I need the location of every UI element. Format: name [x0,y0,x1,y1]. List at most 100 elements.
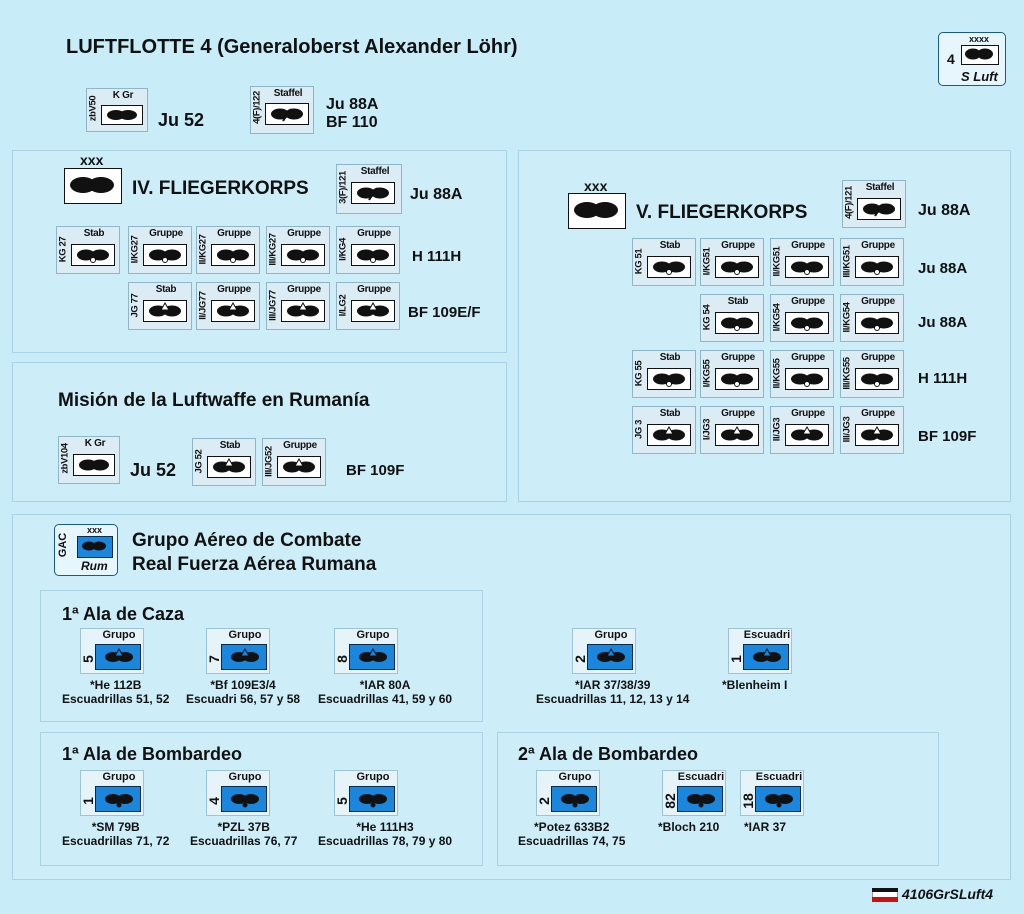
unit-echelon: Gruppe [217,284,251,295]
gac-symbol [77,536,113,558]
fighter-symbol [221,644,267,670]
bomber-symbol [281,244,325,266]
unit-echelon: Stab [727,296,749,307]
unit-echelon: Grupo [228,629,262,641]
zbv104-id: zbV104 [59,443,71,474]
unit-echelon: Gruppe [287,284,321,295]
staffel-121-counter[interactable]: 3(F)/121 Staffel [336,164,402,214]
v-row-type-4: BF 109F [918,428,977,445]
zbv104-counter[interactable]: zbV104 K Gr [58,436,120,484]
unit-echelon: Gruppe [791,352,825,363]
squadrons: Escuadrillas 11, 12, 13 y 14 [536,692,690,706]
staffel-v121-counter[interactable]: 4(F)/121 Staffel [842,180,906,228]
unit-echelon: Gruppe [357,284,391,295]
bomber-icon [721,261,753,275]
aircraft-type: *He 112B [90,678,142,692]
bomber-symbol [715,312,759,334]
unit-id: II/KG55 [771,358,783,389]
recon-symbol [265,103,309,125]
wing-icon [82,541,106,551]
unit-id: II/KG27 [197,234,209,265]
unit-number: 1 [728,655,744,663]
v-row-type-1: Ju 88A [918,260,968,277]
unit-echelon: Grupo [102,629,136,641]
squadrons: Escuadrillas 76, 77 [190,834,298,848]
romanian-unit-counter[interactable]: Grupo 7 [206,628,270,674]
squadrons: Escuadrillas 74, 75 [518,834,626,848]
hq-symbol [961,45,999,65]
unit-number: 7 [206,655,222,663]
unit-counter[interactable]: II/KG55 Gruppe [770,350,834,398]
aircraft-type: *He 111H3 [356,820,414,834]
aircraft-type: *Blenheim I [722,678,788,692]
staffel-v121-head: Staffel [865,182,895,193]
luftflotte-hq-counter[interactable]: xxxx 4 S Luft [938,32,1006,86]
hq-name: S Luft [961,69,998,84]
fighter-icon [653,426,685,441]
gac-counter[interactable]: GAC xxx Rum [54,524,118,576]
iv-kg-type: H 111H [412,248,462,265]
fighter-icon [791,426,823,441]
bomber-symbol [855,312,899,334]
fighter-icon [861,426,893,441]
hq-number: 4 [947,51,955,67]
kgr-counter[interactable]: zbV50 K Gr [86,88,148,132]
aircraft-type: *IAR 37 [744,820,787,834]
unit-id: III/JG52 [263,446,275,477]
bomber-symbol [855,256,899,278]
bomber-icon [357,249,389,263]
bomber-icon [217,249,249,263]
unit-id: II/KG51 [771,246,783,277]
fighter-symbol [95,644,141,670]
fighter-symbol [351,300,395,322]
unit-counter[interactable]: I/LG2 Gruppe [336,282,400,330]
aircraft-type: *Bf 109E3/4 [210,678,276,692]
staffel-121-type: Ju 88A [410,186,463,203]
staffel-122-counter[interactable]: 4(F)/122 Staffel [250,86,314,134]
unit-id: I/LG2 [337,294,349,317]
unit-echelon: Escuadri [755,771,803,783]
bomb2-title: 2ª Ala de Bombardeo [518,744,699,764]
unit-caption: *Bloch 210 [658,820,719,834]
bomber-symbol [211,244,255,266]
unit-echelon: Gruppe [721,352,755,363]
aircraft-type: *IAR 37/38/39 [575,678,651,692]
